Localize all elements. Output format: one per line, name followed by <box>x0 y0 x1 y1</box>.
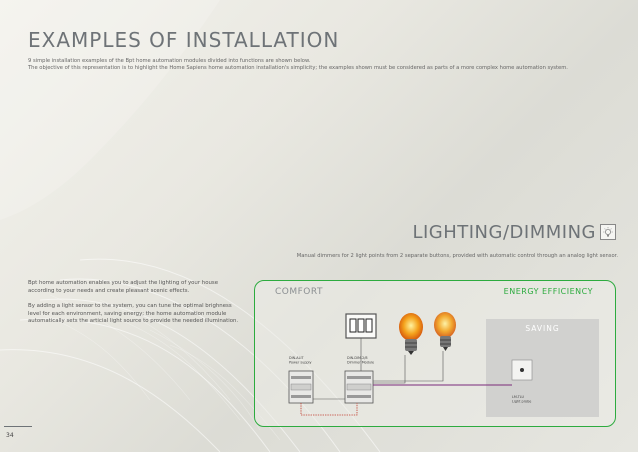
saving-panel: SAVING <box>486 319 599 417</box>
paragraph-lighting: Bpt home automation enables you to adjus… <box>28 280 219 294</box>
left-column: Bpt home automation enables you to adjus… <box>28 280 243 334</box>
section-description: Manual dimmers for 2 light points from 2… <box>296 253 618 259</box>
comfort-label: COMFORT <box>275 287 323 297</box>
intro-line-1: 9 simple installation examples of the Bp… <box>28 58 311 64</box>
section-title: LIGHTING/DIMMING <box>412 222 596 243</box>
page-corner-line <box>4 426 32 427</box>
power-supply-module <box>288 370 314 404</box>
bulb-icon <box>600 224 616 240</box>
power-supply-name: Power supply <box>289 361 312 365</box>
power-supply-code: DIN-ALIT <box>289 356 305 360</box>
page-number: 34 <box>6 432 14 439</box>
dimmer-module-name: Dimmer Module <box>347 361 374 365</box>
light-probe <box>511 359 533 381</box>
intro-line-2: The objective of this representation is … <box>28 65 568 71</box>
wires <box>300 338 512 416</box>
light-bulb-1 <box>399 313 423 355</box>
energy-efficiency-label: ENERGY EFFICIENCY <box>503 287 593 296</box>
page-title: EXAMPLES OF INSTALLATION <box>28 28 340 52</box>
saving-label: SAVING <box>525 324 560 333</box>
wiring-diagram: DIN-ALIT Power supply DIN-DIM-2/8 Dimmer… <box>288 312 533 416</box>
light-probe-name: Light probe <box>512 400 531 404</box>
push-button-panel <box>345 313 377 339</box>
light-bulb-2 <box>434 312 456 351</box>
dimmer-module <box>344 370 374 404</box>
installation-diagram: COMFORT ENERGY EFFICIENCY SAVING <box>254 280 616 427</box>
dimmer-module-code: DIN-DIM-2/8 <box>347 356 368 360</box>
light-probe-code: LM-TLU <box>512 395 525 399</box>
intro-text: 9 simple installation examples of the Bp… <box>28 58 618 72</box>
paragraph-sensor: By adding a light sensor to the system, … <box>28 303 239 324</box>
